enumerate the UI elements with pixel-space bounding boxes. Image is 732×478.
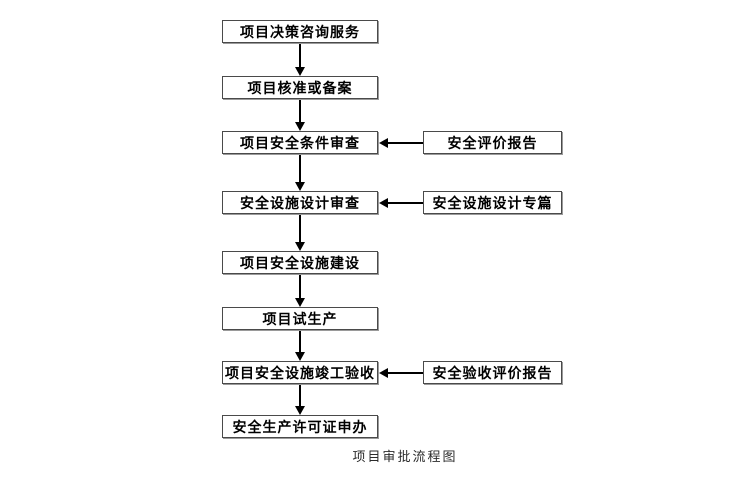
side-input-label: 安全评价报告	[447, 135, 538, 152]
flow-arrow-left-icon	[379, 137, 423, 148]
side-input-box-safety-evaluation-report: 安全评价报告	[423, 131, 562, 154]
flow-step-label: 项目安全设施建设	[240, 255, 360, 272]
flow-step-box-safety-facility-design-review: 安全设施设计审查	[222, 191, 378, 214]
flow-step-box-completion-acceptance: 项目安全设施竣工验收	[222, 361, 378, 384]
flow-step-label: 项目安全设施竣工验收	[225, 365, 375, 382]
flow-step-label: 项目安全条件审查	[240, 135, 360, 152]
flow-step-box-approval-or-filing: 项目核准或备案	[222, 76, 378, 99]
flow-arrow-down-icon	[294, 385, 305, 415]
flow-step-label: 项目核准或备案	[247, 80, 353, 97]
flow-step-box-safety-facility-construction: 项目安全设施建设	[222, 251, 378, 274]
flow-step-box-safety-condition-review: 项目安全条件审查	[222, 131, 378, 154]
flow-step-label: 项目试生产	[262, 311, 338, 328]
flow-step-box-decision-consulting: 项目决策咨询服务	[222, 20, 378, 43]
flow-arrow-left-icon	[379, 197, 423, 208]
side-input-label: 安全设施设计专篇	[432, 195, 553, 212]
flowchart-caption: 项目审批流程图	[352, 450, 458, 465]
side-input-label: 安全验收评价报告	[432, 365, 553, 382]
flow-arrow-down-icon	[294, 44, 305, 76]
flow-step-label: 安全设施设计审查	[240, 195, 360, 212]
side-input-box-design-special-chapter: 安全设施设计专篇	[423, 191, 562, 214]
flow-step-box-license-application: 安全生产许可证申办	[222, 415, 378, 438]
flow-step-label: 项目决策咨询服务	[240, 24, 360, 41]
flow-step-label: 安全生产许可证申办	[232, 419, 368, 436]
flow-step-box-trial-production: 项目试生产	[222, 307, 378, 330]
flow-arrow-left-icon	[379, 367, 423, 378]
flow-arrow-down-icon	[294, 155, 305, 191]
flow-arrow-down-icon	[294, 100, 305, 131]
side-input-box-acceptance-evaluation-report: 安全验收评价报告	[423, 361, 562, 384]
flow-arrow-down-icon	[294, 275, 305, 307]
flow-arrow-down-icon	[294, 215, 305, 251]
flow-arrow-down-icon	[294, 331, 305, 361]
